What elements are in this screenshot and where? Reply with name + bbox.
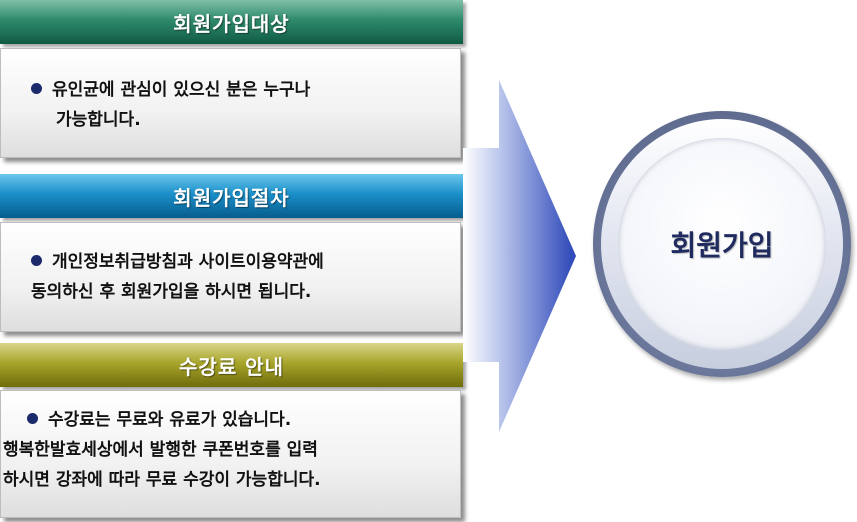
result-circle: 회원가입: [593, 111, 851, 377]
section-text-line: 행복한발효세상에서 발행한 쿠폰번호를 입력: [3, 440, 318, 460]
result-label: 회원가입: [670, 229, 774, 262]
bullet-dot-icon: [27, 413, 38, 424]
section-text-line: 가능합니다.: [56, 110, 141, 130]
bullet-dot-icon: [31, 83, 42, 94]
section-title: 회원가입절차: [173, 185, 290, 210]
section-header-tuition-info: 수강료 안내: [0, 343, 463, 387]
section-text-line: 동의하신 후 회원가입을 하시면 됩니다.: [31, 282, 312, 302]
section-title: 회원가입대상: [173, 11, 290, 36]
section-title: 수강료 안내: [179, 354, 284, 379]
section-header-signup-procedure: 회원가입절차: [0, 174, 463, 218]
section-text-line: 개인정보취급방침과 사이트이용약관에: [52, 252, 324, 272]
bullet-dot-icon: [31, 255, 42, 266]
section-text-line: 하시면 강좌에 따라 무료 수강이 가능합니다.: [3, 470, 321, 490]
section-text-line: 수강료는 무료와 유료가 있습니다.: [48, 410, 292, 430]
section-body-signup-procedure: 개인정보취급방침과 사이트이용약관에 동의하신 후 회원가입을 하시면 됩니다.: [0, 222, 461, 332]
section-body-tuition-info: 수강료는 무료와 유료가 있습니다. 행복한발효세상에서 발행한 쿠폰번호를 입…: [0, 390, 461, 518]
section-text-line: 유인균에 관심이 있으신 분은 누구나: [52, 80, 311, 100]
section-header-signup-target: 회원가입대상: [0, 0, 463, 44]
right-arrow-icon: [463, 80, 576, 432]
section-body-signup-target: 유인균에 관심이 있으신 분은 누구나 가능합니다.: [0, 48, 461, 158]
